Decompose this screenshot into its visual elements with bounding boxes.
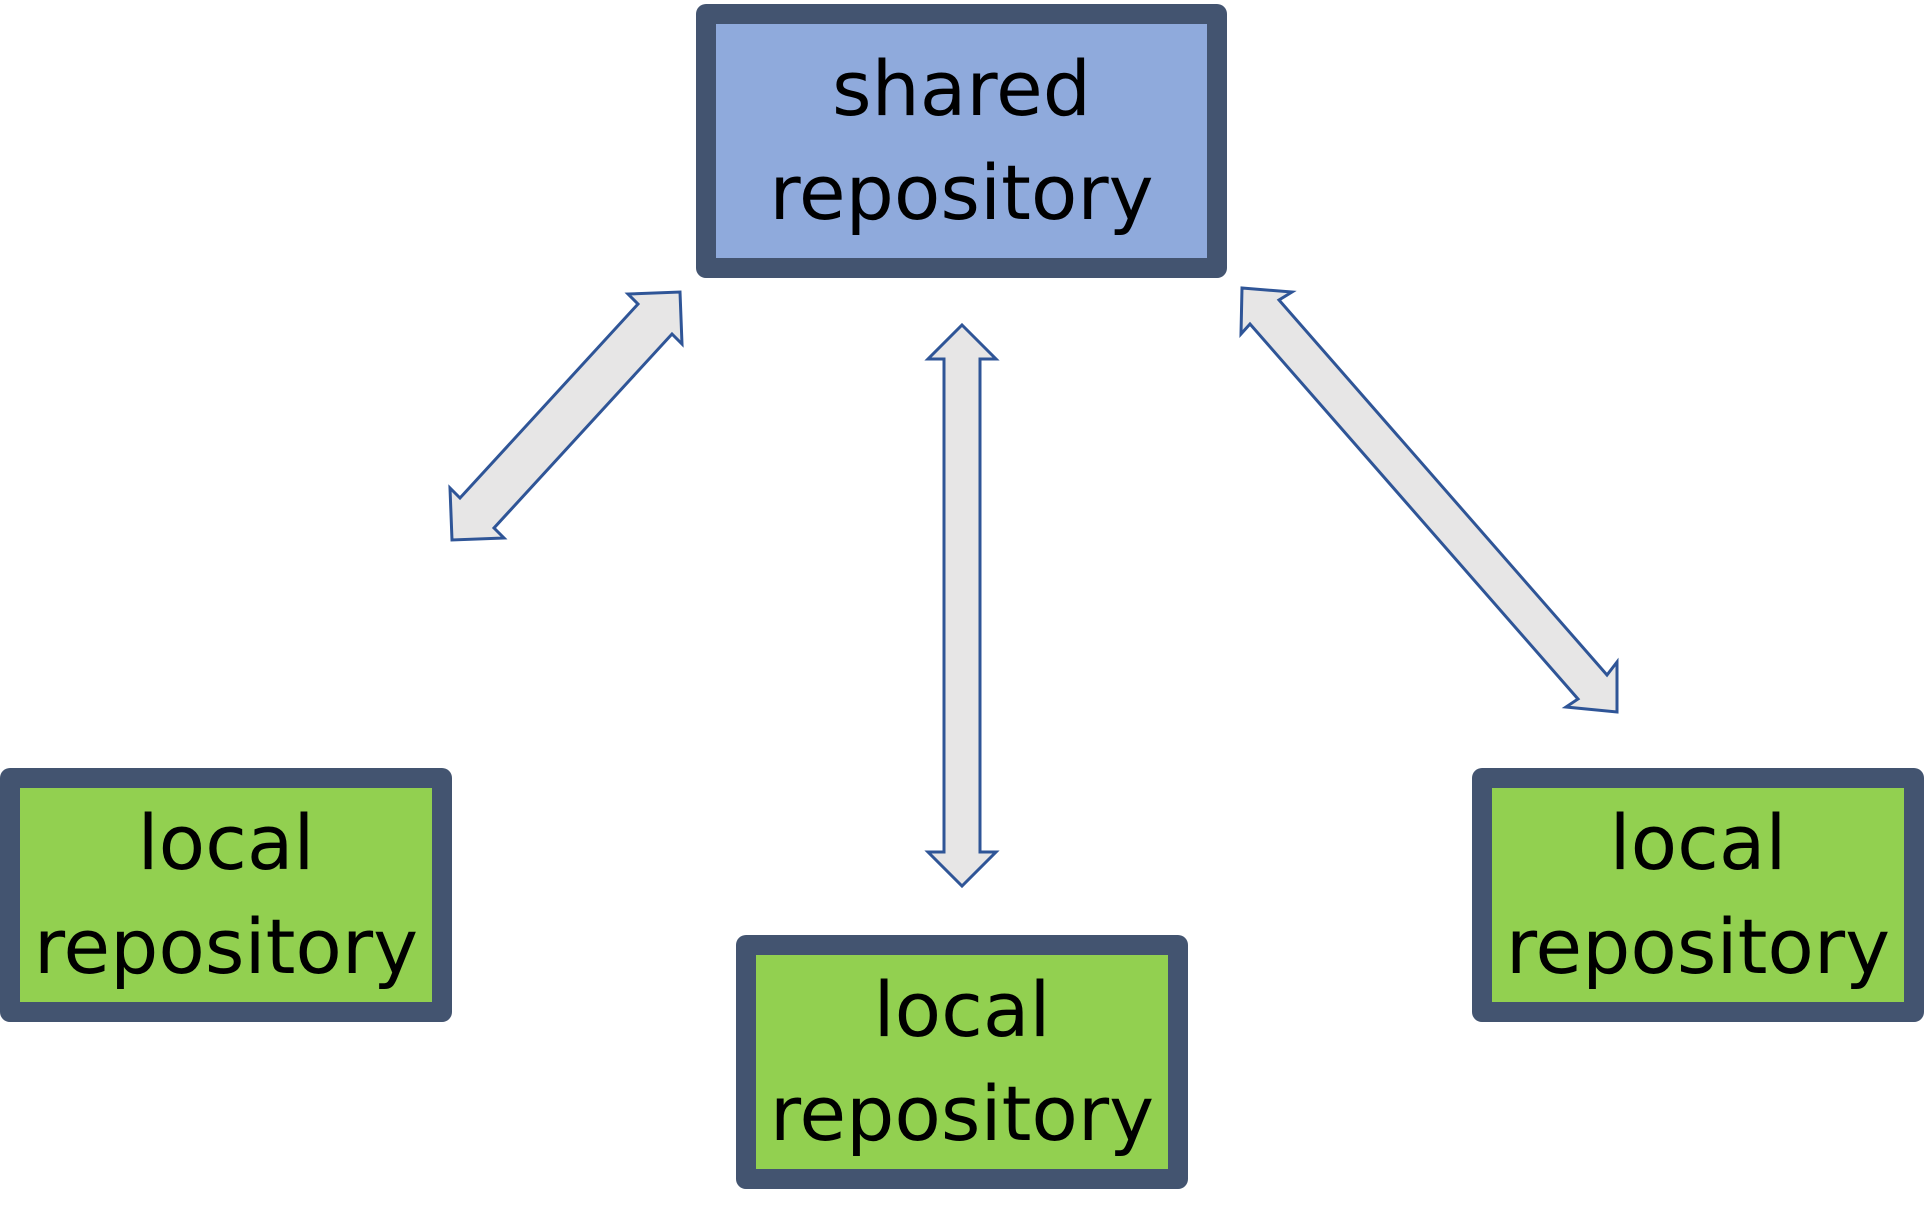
arrow-shared-to-local-center xyxy=(924,322,1000,889)
node-label-line2: repository xyxy=(769,1069,1155,1158)
node-label-line2: repository xyxy=(33,902,419,991)
local-repository-node-center: local repository xyxy=(736,935,1188,1189)
shared-repository-node: shared repository xyxy=(696,4,1227,278)
arrow-shared-to-local-left xyxy=(448,290,684,542)
arrow-shared-to-local-right xyxy=(1239,286,1619,714)
node-label-line1: local xyxy=(137,798,315,887)
node-label-line2: repository xyxy=(1505,902,1891,991)
local-repository-node-right: local repository xyxy=(1472,768,1924,1022)
node-label-line1: local xyxy=(1609,798,1787,887)
local-repository-node-left: local repository xyxy=(0,768,452,1022)
node-label-line1: shared xyxy=(832,44,1091,133)
node-label-line2: repository xyxy=(769,148,1154,237)
node-label-line1: local xyxy=(873,965,1051,1054)
